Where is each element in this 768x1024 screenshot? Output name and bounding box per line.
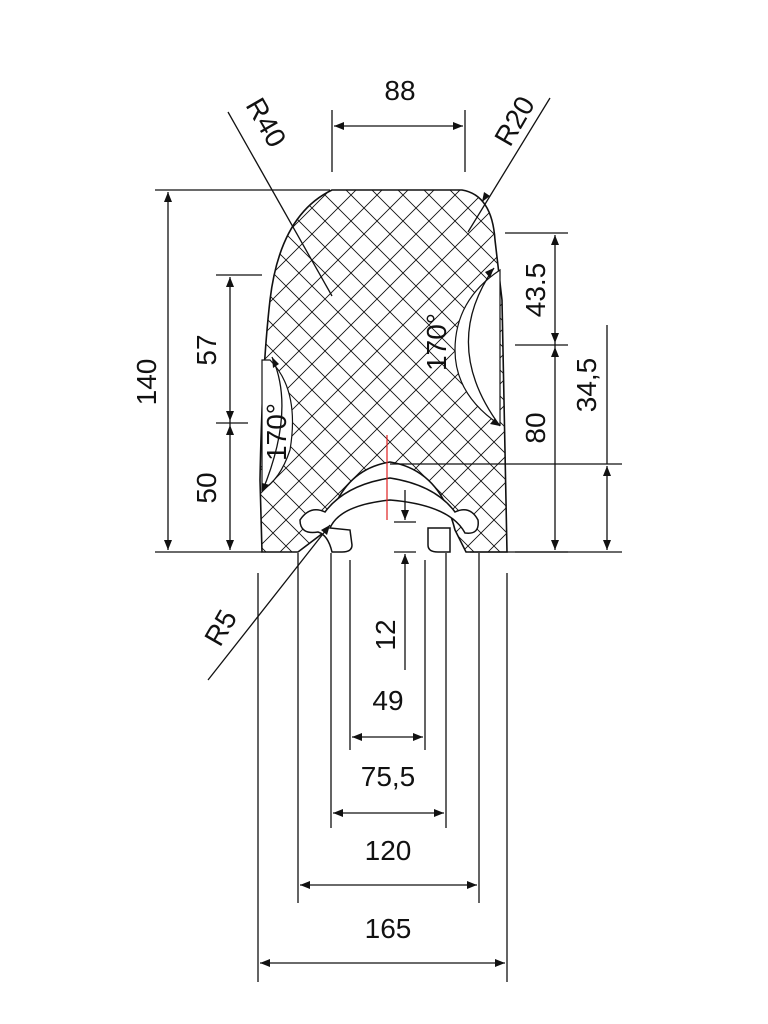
r20-label: R20 [488, 91, 541, 151]
angle-right: 170° [421, 267, 501, 427]
profile-fill [260, 190, 507, 552]
dim-120: 120 [297, 553, 480, 903]
mounting-rail [299, 435, 479, 553]
dim-top-88: 88 [331, 75, 466, 172]
dim-57-label: 57 [191, 334, 222, 365]
dim-140-label: 140 [131, 359, 162, 406]
dim-height-140: 140 [131, 189, 330, 553]
dim-43-5-label: 43.5 [520, 263, 551, 318]
dim-50-label: 50 [191, 472, 222, 503]
dim-12-label: 12 [370, 619, 401, 650]
dim-80-label: 80 [520, 412, 551, 443]
right-cavity [454, 268, 501, 427]
dim-57-50: 57 50 [191, 274, 262, 550]
rail-right-foot [427, 527, 451, 553]
dim-12: 12 [370, 490, 416, 670]
dim-165: 165 [257, 573, 508, 982]
dim-75-5-label: 75,5 [361, 761, 416, 792]
angle-right-label: 170° [421, 313, 452, 371]
dim-34-5-label: 34,5 [571, 358, 602, 413]
angle-left: 170° [261, 356, 292, 493]
dim-49: 49 [349, 560, 426, 750]
dim-43-80: 43.5 80 [505, 232, 568, 553]
dim-r20: R20 [467, 91, 551, 233]
dim-49-label: 49 [372, 685, 403, 716]
dim-88-label: 88 [384, 75, 415, 106]
dim-34-5: 34,5 [390, 325, 622, 553]
r40-label: R40 [240, 93, 293, 153]
angle-left-label: 170° [261, 403, 292, 461]
dim-75-5: 75,5 [330, 553, 447, 828]
dim-120-label: 120 [365, 835, 412, 866]
rail-outline [299, 477, 479, 553]
dim-165-label: 165 [365, 913, 412, 944]
